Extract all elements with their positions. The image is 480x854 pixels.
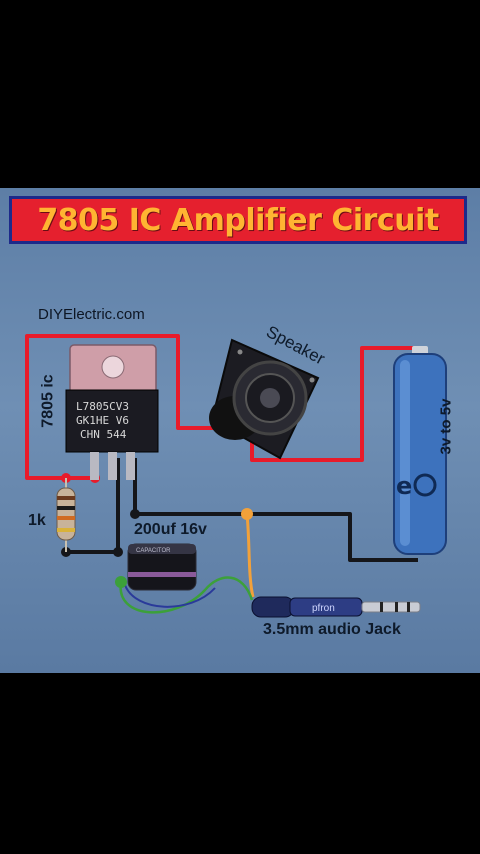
capacitor-label: 200uf 16v xyxy=(134,521,207,538)
blue-wire xyxy=(124,584,216,608)
junction-black-ic xyxy=(130,509,140,519)
red-wire-battery xyxy=(250,346,420,462)
red-wires xyxy=(25,334,420,480)
website-credit: DIYElectric.com xyxy=(38,306,145,323)
junction-black-cap xyxy=(113,547,123,557)
jack-label: 3.5mm audio Jack xyxy=(263,621,401,638)
ic-label: 7805 ic xyxy=(39,374,57,428)
red-wire-input xyxy=(25,334,240,480)
battery-logo: e xyxy=(396,472,412,500)
audio-jack: pfron xyxy=(251,596,421,618)
ic-marking-line-1: L7805CV3 xyxy=(76,400,129,413)
ic-pin-3 xyxy=(126,452,135,480)
diagram-title: 7805 IC Amplifier Circuit xyxy=(37,202,439,238)
resistor-label: 1k xyxy=(28,512,46,529)
voltage-regulator-ic: L7805CV3 GK1HE V6 CHN 544 xyxy=(65,344,159,480)
resistor-body xyxy=(56,487,76,541)
ic-marking-line-2: GK1HE V6 xyxy=(76,414,129,427)
speaker-dust-cap xyxy=(260,388,280,408)
electrolytic-capacitor: CAPACITOR xyxy=(127,543,197,591)
speaker xyxy=(209,338,320,460)
jack-strain-relief xyxy=(251,596,295,618)
junction-orange xyxy=(241,508,253,520)
ic-body xyxy=(65,389,159,453)
black-wire-ground xyxy=(133,458,418,562)
ic-pin-1 xyxy=(90,452,99,480)
ic-pin-2 xyxy=(108,452,117,480)
ic-marking-line-3: CHN 544 xyxy=(80,428,127,441)
jack-plug xyxy=(361,601,421,613)
ic-mount-hole xyxy=(101,355,125,379)
orange-wire xyxy=(245,513,255,598)
jack-brand: pfron xyxy=(312,603,335,614)
green-wire xyxy=(119,576,254,614)
battery-cell: e xyxy=(393,346,447,555)
capacitor-marking: CAPACITOR xyxy=(136,548,171,554)
resistor xyxy=(56,478,76,552)
junction-green xyxy=(115,576,127,588)
battery-label: 3v to 5v xyxy=(437,398,455,455)
title-banner: 7805 IC Amplifier Circuit xyxy=(9,196,467,244)
